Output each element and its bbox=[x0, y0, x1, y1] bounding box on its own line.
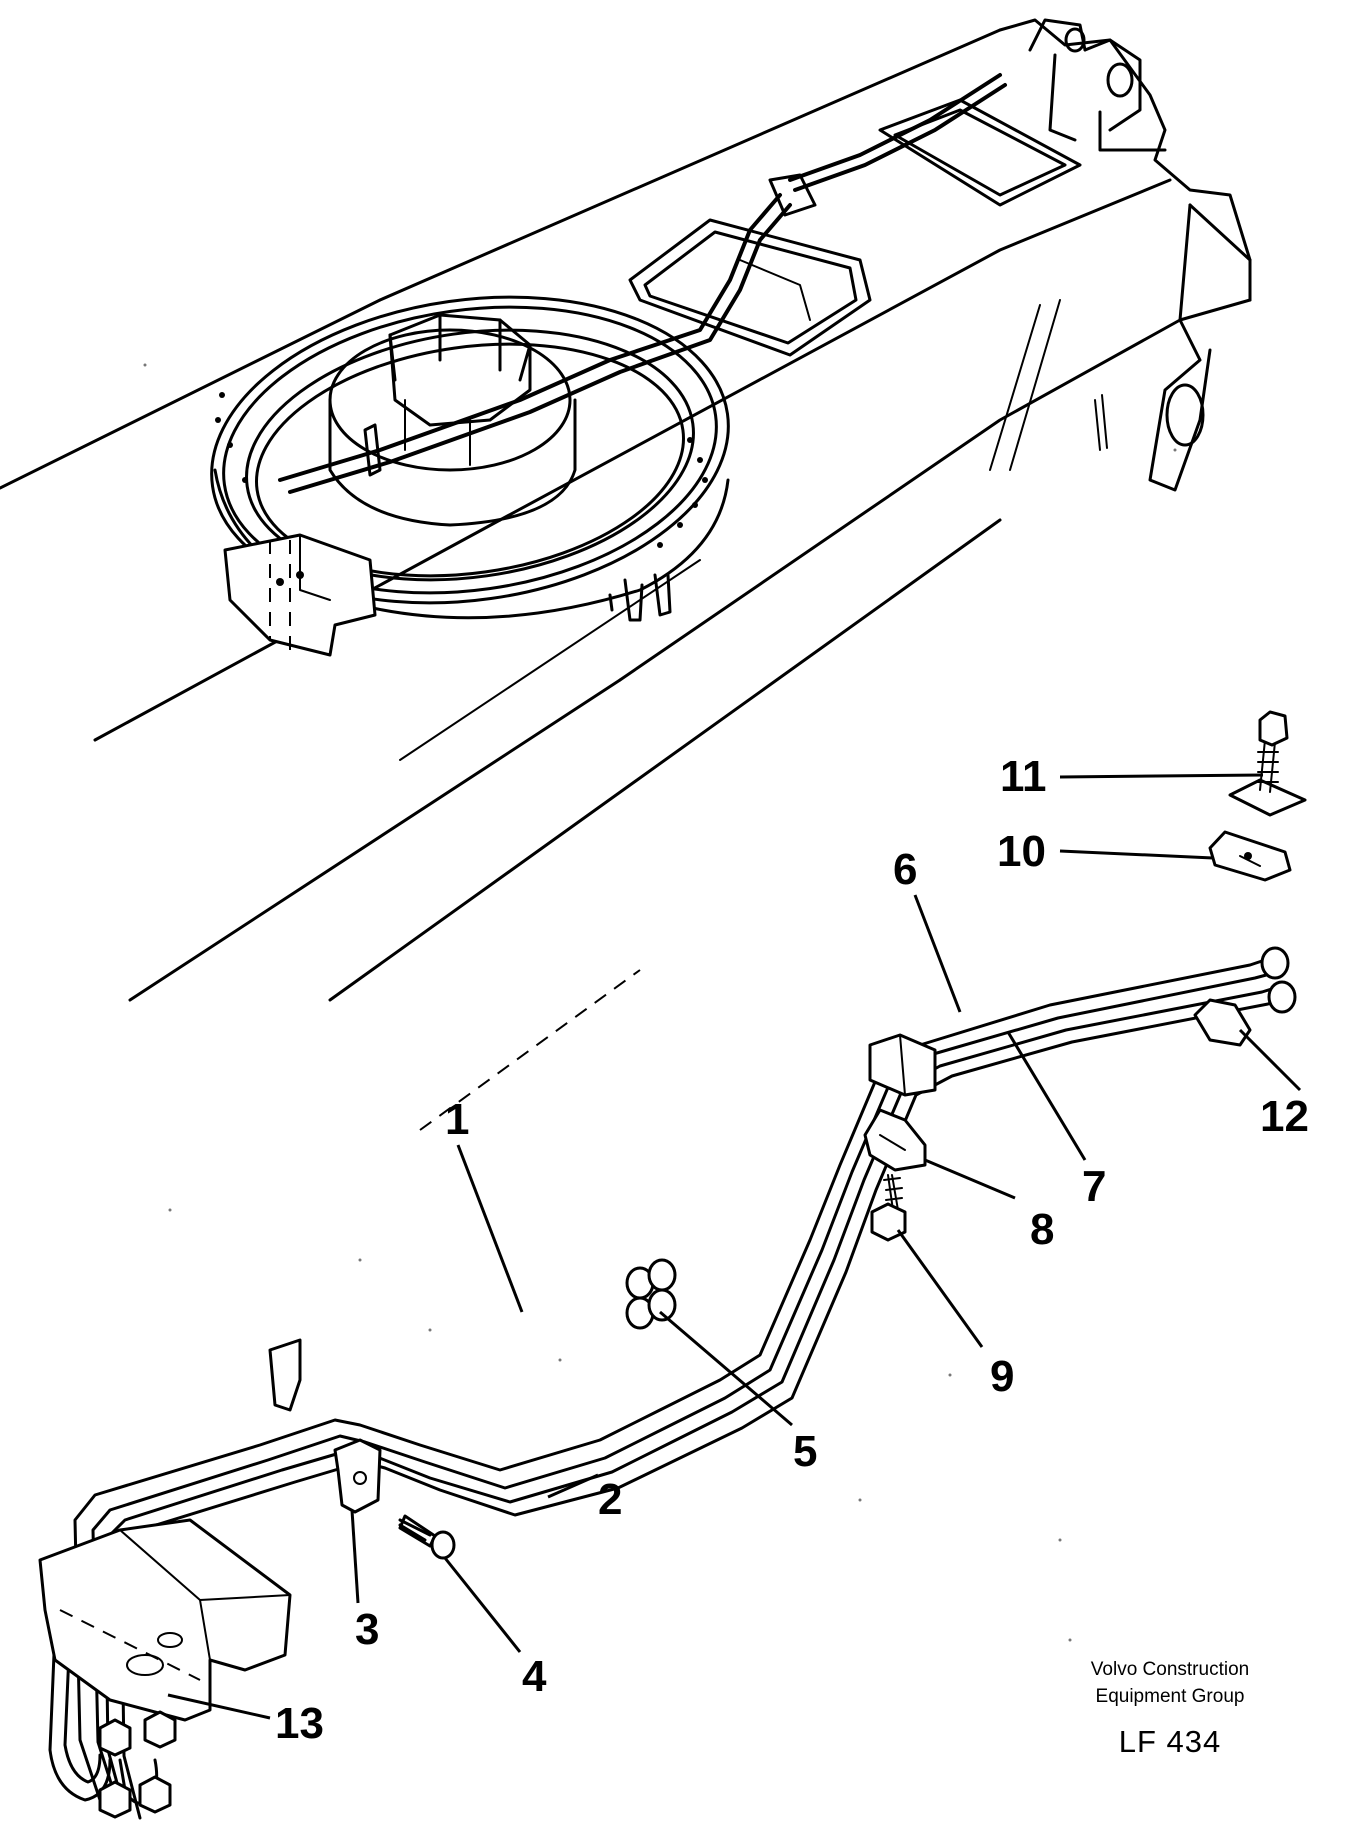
leader-4 bbox=[443, 1557, 522, 1653]
callout-9: 9 bbox=[990, 1352, 1015, 1401]
leader-11 bbox=[1059, 773, 1264, 779]
callout-1: 1 bbox=[445, 1095, 470, 1144]
credit-line-1: Volvo Construction bbox=[1090, 1659, 1250, 1680]
callout-4: 4 bbox=[522, 1652, 547, 1701]
credit-line-2: Equipment Group bbox=[1095, 1686, 1245, 1707]
callout-11: 11 bbox=[1000, 752, 1047, 801]
callout-6: 6 bbox=[893, 845, 918, 894]
leader-7 bbox=[1006, 1031, 1087, 1161]
pipe-kit-exploded bbox=[38, 710, 1307, 1820]
callout-8: 8 bbox=[1030, 1205, 1055, 1254]
callout-3: 3 bbox=[355, 1605, 380, 1654]
callout-7: 7 bbox=[1082, 1162, 1107, 1211]
callout-10: 10 bbox=[997, 827, 1046, 876]
callout-leaders bbox=[167, 773, 1302, 1720]
callout-2: 2 bbox=[598, 1475, 623, 1524]
leader-6 bbox=[913, 894, 962, 1013]
callout-5: 5 bbox=[793, 1427, 818, 1476]
upper-frame-assembly bbox=[0, 18, 1252, 1131]
credit-block: Volvo Construction Equipment Group LF 43… bbox=[1060, 1656, 1280, 1760]
leader-9 bbox=[896, 1229, 984, 1348]
leader-5 bbox=[659, 1310, 793, 1427]
leader-1 bbox=[456, 1144, 524, 1313]
figure-code: LF 434 bbox=[1118, 1724, 1222, 1759]
ring-bolt-holes bbox=[215, 392, 708, 548]
leader-10 bbox=[1059, 849, 1214, 860]
leader-2 bbox=[547, 1473, 599, 1499]
callout-12: 12 bbox=[1260, 1092, 1309, 1141]
background-specks bbox=[143, 363, 1177, 1642]
leader-12 bbox=[1238, 1028, 1302, 1092]
leader-13 bbox=[167, 1693, 271, 1720]
callout-13: 13 bbox=[275, 1699, 324, 1748]
leader-3 bbox=[350, 1509, 360, 1604]
leader-8 bbox=[924, 1158, 1016, 1200]
